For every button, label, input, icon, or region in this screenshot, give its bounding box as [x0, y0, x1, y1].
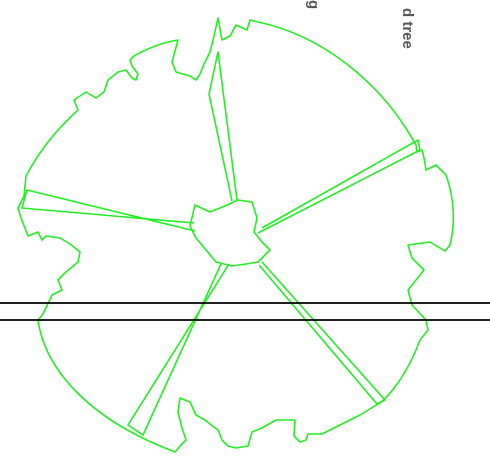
- edge-fragment-label: g: [305, 0, 322, 9]
- radial-wedge-top: [209, 52, 237, 201]
- title-fragment-label: d tree: [399, 8, 416, 49]
- radial-wedge-upper-right: [258, 140, 420, 233]
- radial-wedge-lower-right: [259, 262, 385, 404]
- trunk-outline: [18, 18, 453, 452]
- radial-wedge-left: [22, 190, 195, 231]
